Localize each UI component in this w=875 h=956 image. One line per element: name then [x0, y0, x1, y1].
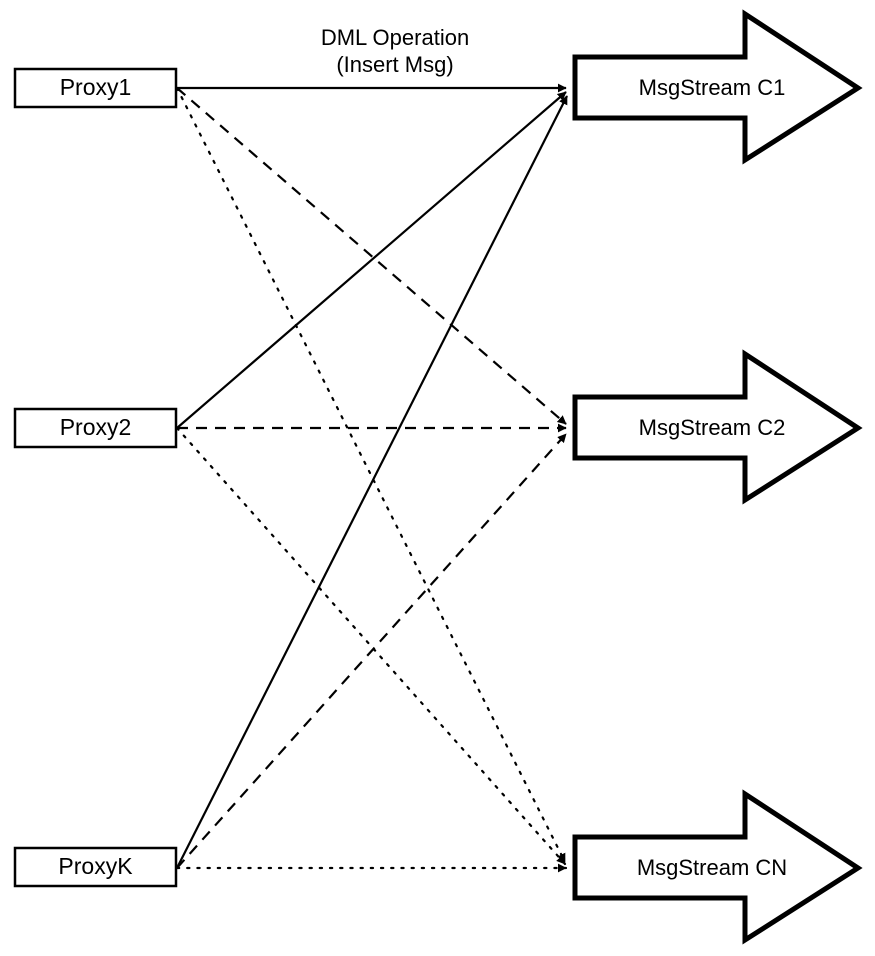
msgstream-node-c2[interactable]: MsgStream C2: [572, 349, 863, 505]
proxy-node-proxy1[interactable]: Proxy1: [13, 67, 178, 109]
link-layer: [175, 83, 568, 873]
link-proxyk-msgstream-c1: [176, 95, 568, 869]
proxy1-label: Proxy1: [60, 74, 132, 100]
proxy1-box[interactable]: [13, 67, 178, 109]
proxy-node-proxyk[interactable]: ProxyK: [13, 846, 178, 888]
link-proxy2-msgstream-c1: [176, 91, 567, 429]
proxyk-box[interactable]: [13, 846, 178, 888]
proxyk-label: ProxyK: [58, 853, 133, 879]
proxy-node-proxy2[interactable]: Proxy2: [13, 407, 178, 449]
link-proxy2-msgstream-cn: [175, 426, 567, 866]
msgstream-node-c1[interactable]: MsgStream C1: [572, 9, 863, 165]
edge-caption-line1: DML Operation: [321, 25, 469, 50]
link-proxy1-msgstream-cn: [175, 86, 567, 864]
msgstream-c2-label: MsgStream C2: [639, 415, 786, 440]
msgstream-cn-arrow-shape[interactable]: [572, 789, 863, 945]
link-proxy1-msgstream-c2: [176, 87, 567, 425]
proxy2-label: Proxy2: [60, 414, 132, 440]
msgstream-c1-label: MsgStream C1: [639, 75, 786, 100]
edge-caption: DML Operation (Insert Msg): [321, 25, 469, 77]
link-proxyk-msgstream-c2: [176, 433, 567, 869]
msgstream-cn-label: MsgStream CN: [637, 855, 787, 880]
msgstream-c1-arrow-shape[interactable]: [572, 9, 863, 165]
proxy2-box[interactable]: [13, 407, 178, 449]
msgstream-c2-arrow-shape[interactable]: [572, 349, 863, 505]
msgstream-node-cn[interactable]: MsgStream CN: [572, 789, 863, 945]
edge-caption-line2: (Insert Msg): [336, 52, 453, 77]
